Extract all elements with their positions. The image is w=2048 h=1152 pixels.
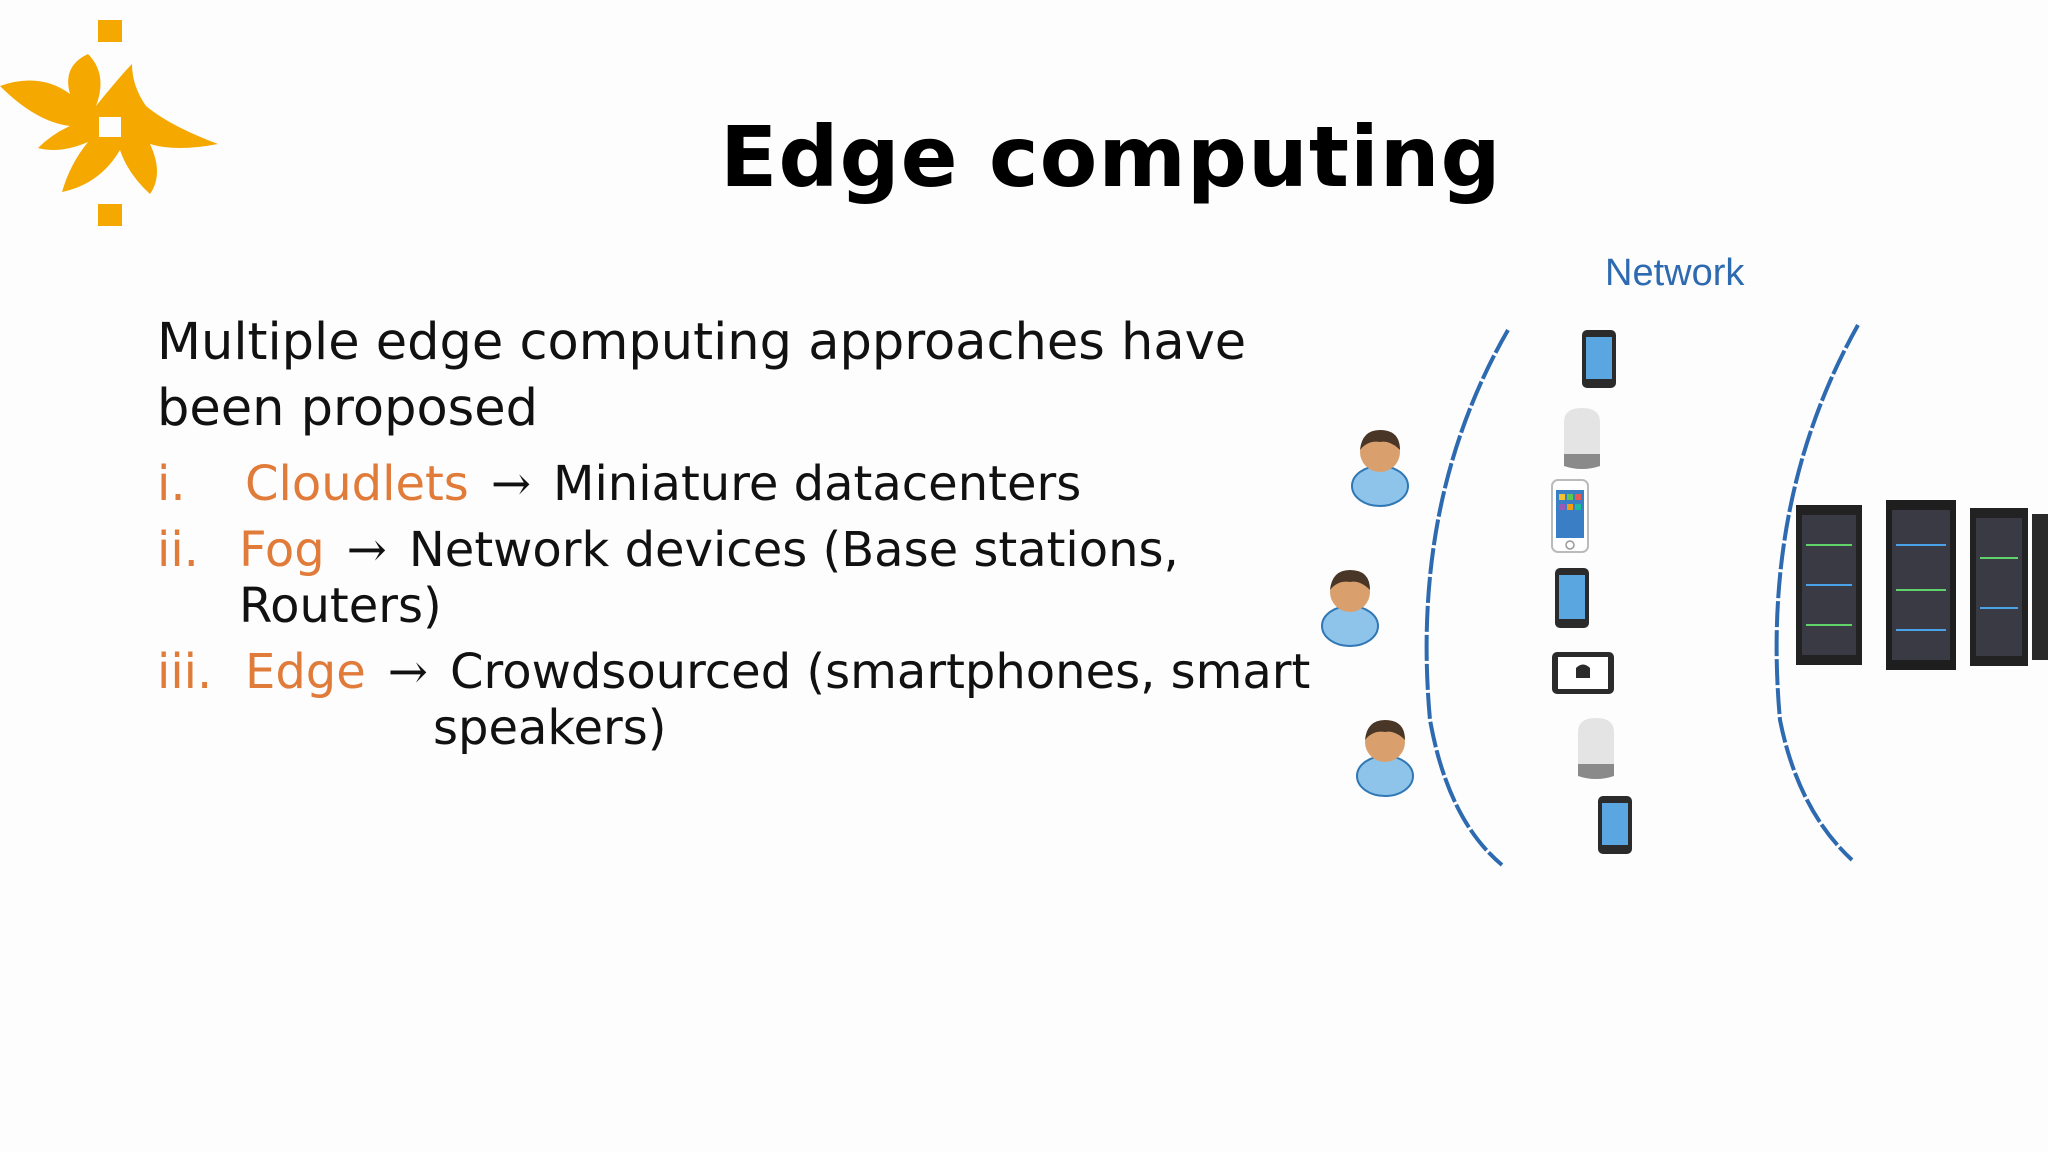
user-icon xyxy=(1351,430,1409,507)
network-diagram xyxy=(1321,324,2048,867)
item-description: Miniature datacenters xyxy=(553,456,1082,512)
smart-speaker-icon xyxy=(1578,718,1614,779)
server-rack-icon xyxy=(1796,505,1862,665)
network-boundary-left xyxy=(1424,329,1510,867)
arrow-icon: → xyxy=(490,456,532,512)
server-rack-icon xyxy=(2032,514,2048,660)
list-item-fog: ii. Fog →Network devices (Base stations, … xyxy=(157,522,1317,634)
smart-speaker-icon xyxy=(1564,408,1600,469)
arrow-icon: → xyxy=(346,522,387,578)
arrow-icon: → xyxy=(387,644,429,700)
approach-list: i. Cloudlets → Miniature datacenters ii. F… xyxy=(157,456,1317,756)
item-description-continued: speakers) xyxy=(433,700,667,756)
item-description: Crowdsourced (smartphones, smart xyxy=(450,644,1311,700)
intro-text: Multiple edge computing approaches have … xyxy=(157,313,1247,438)
university-logo xyxy=(0,20,218,226)
item-number: iii. xyxy=(157,644,213,700)
server-rack-icon xyxy=(1886,500,1956,670)
list-item-edge: iii. Edge → Crowdsourced (smartphones, sma… xyxy=(157,644,1317,756)
smartphone-icon xyxy=(1582,330,1616,388)
item-description: Network devices (Base stations, Routers) xyxy=(238,522,1179,634)
slide-title: Edge computing xyxy=(720,108,1502,206)
item-body: Fog →Network devices (Base stations, Rout… xyxy=(239,522,1317,634)
item-term: Cloudlets xyxy=(245,456,469,512)
network-boundary-right xyxy=(1774,324,1860,862)
smartphone-icon xyxy=(1598,796,1632,854)
user-icon xyxy=(1356,720,1414,797)
item-term: Edge xyxy=(245,644,366,700)
smartphone-icon xyxy=(1555,568,1589,628)
slide-content: Multiple edge computing approaches have … xyxy=(157,310,1317,766)
network-label: Network xyxy=(1605,252,1745,294)
user-icon xyxy=(1321,570,1379,647)
item-number: ii. xyxy=(157,522,199,578)
item-number: i. xyxy=(157,456,186,512)
iphone-icon xyxy=(1551,479,1589,553)
item-body: Edge → Crowdsourced (smartphones, smart sp… xyxy=(245,644,1310,756)
server-rack-icon xyxy=(1970,508,2028,666)
item-term: Fog xyxy=(238,522,325,578)
item-body: Cloudlets → Miniature datacenters xyxy=(245,456,1081,512)
list-item-cloudlets: i. Cloudlets → Miniature datacenters xyxy=(157,456,1317,512)
android-tablet-icon xyxy=(1552,652,1614,694)
